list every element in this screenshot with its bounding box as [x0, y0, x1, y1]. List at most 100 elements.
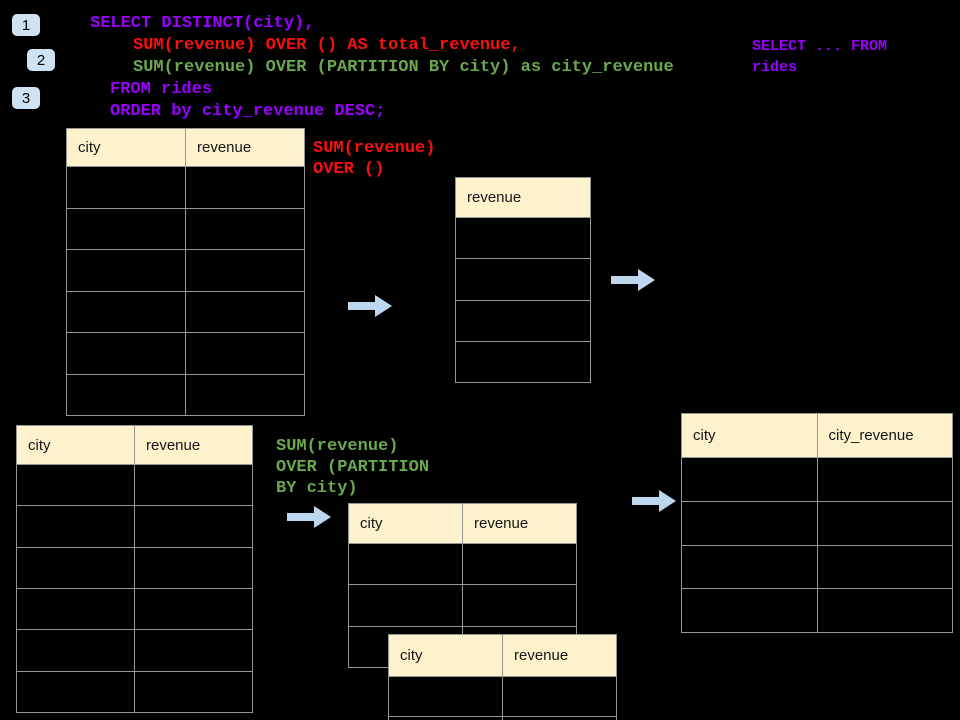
table-row: [389, 677, 616, 716]
partitioned-table-front: city revenue: [388, 634, 617, 720]
table-header-row: revenue: [456, 178, 590, 218]
table-cell: [67, 333, 185, 374]
right-arrow-icon: [348, 295, 392, 317]
right-arrow-icon: [611, 269, 655, 291]
sql-line-from: FROM rides: [110, 80, 213, 99]
table-cell: [134, 506, 252, 547]
table-body: [389, 677, 616, 720]
table-header-row: city revenue: [17, 426, 252, 465]
column-header: city_revenue: [816, 414, 953, 457]
total-revenue-table: revenue: [455, 177, 591, 383]
table-cell: [134, 630, 252, 671]
table-cell: [816, 501, 953, 545]
table-row: [17, 546, 252, 588]
table-cell: [134, 547, 252, 588]
table-row: [67, 332, 304, 374]
column-header: city: [360, 515, 383, 532]
table-cell: [67, 250, 185, 291]
column-header: city: [400, 647, 423, 664]
sum-partition-note: SUM(revenue) OVER (PARTITION BY city): [276, 437, 430, 498]
table-row: [682, 544, 953, 589]
table-cell: [682, 458, 817, 501]
table-row: [389, 715, 616, 720]
table-row: [67, 249, 304, 291]
table-cell: [682, 589, 817, 632]
table-cell: [67, 209, 185, 250]
table-header-row: city revenue: [349, 504, 576, 544]
sql-line-total-sum: SUM(revenue) OVER () AS total_revenue,: [133, 36, 521, 55]
table-cell: [456, 301, 590, 341]
right-arrow-icon: [287, 506, 331, 528]
step-badge-2: 2: [27, 49, 55, 71]
table-row: [17, 505, 252, 547]
step-badge-1: 1: [12, 14, 40, 36]
table-cell: [134, 465, 252, 506]
table-cell: [462, 585, 576, 626]
table-row: [456, 218, 590, 258]
table-cell: [816, 458, 953, 501]
source-rides-table: city revenue: [66, 128, 305, 416]
table-cell: [67, 167, 185, 208]
table-cell: [682, 502, 817, 545]
table-cell: [17, 589, 134, 629]
column-header: revenue: [185, 129, 304, 166]
select-from-rides-note: SELECT ... FROM rides: [752, 38, 888, 76]
table-row: [67, 373, 304, 416]
table-header-row: city city_revenue: [682, 414, 952, 458]
table-cell: [456, 218, 590, 258]
table-row: [67, 290, 304, 333]
source-rides-table-2: city revenue: [16, 425, 253, 713]
column-header: revenue: [134, 426, 252, 464]
table-cell: [185, 208, 304, 249]
sql-line-partition: SUM(revenue) OVER (PARTITION BY city) as…: [133, 58, 674, 77]
table-cell: [134, 588, 252, 630]
table-cell: [349, 544, 462, 584]
table-cell: [17, 465, 134, 505]
table-row: [456, 340, 590, 382]
column-header: city: [28, 436, 51, 454]
table-cell: [389, 717, 502, 720]
table-row: [456, 258, 590, 299]
table-cell: [67, 375, 185, 416]
table-row: [67, 167, 304, 208]
table-body: [67, 167, 304, 415]
table-cell: [185, 250, 304, 291]
table-cell: [816, 545, 953, 589]
table-cell: [185, 333, 304, 374]
table-cell: [462, 544, 576, 585]
table-cell: [816, 589, 953, 632]
table-body: [682, 458, 952, 632]
table-row: [349, 584, 576, 626]
table-row: [17, 670, 252, 712]
table-cell: [17, 506, 134, 546]
table-cell: [17, 548, 134, 588]
table-body: [17, 465, 252, 712]
table-cell: [185, 374, 304, 415]
column-header: revenue: [502, 635, 616, 676]
right-arrow-icon: [632, 490, 676, 512]
column-header: city: [693, 427, 716, 444]
table-cell: [502, 677, 616, 716]
table-cell: [682, 546, 817, 589]
table-cell: [456, 342, 590, 382]
table-cell: [17, 672, 134, 712]
table-row: [682, 588, 952, 632]
table-row: [456, 299, 590, 341]
table-row: [67, 207, 304, 250]
table-cell: [67, 292, 185, 333]
table-cell: [185, 167, 304, 208]
table-row: [17, 587, 252, 630]
table-cell: [134, 671, 252, 712]
table-cell: [456, 259, 590, 299]
table-cell: [185, 291, 304, 332]
table-row: [17, 629, 252, 671]
sum-over-note: SUM(revenue) OVER (): [313, 139, 436, 179]
partitioned-table-back: city revenue: [348, 503, 577, 668]
column-header: revenue: [462, 504, 576, 543]
table-row: [17, 465, 252, 506]
column-header: revenue: [467, 189, 522, 206]
city-revenue-result-table: city city_revenue: [681, 413, 953, 633]
column-header: city: [78, 139, 101, 156]
table-body: [456, 218, 590, 382]
